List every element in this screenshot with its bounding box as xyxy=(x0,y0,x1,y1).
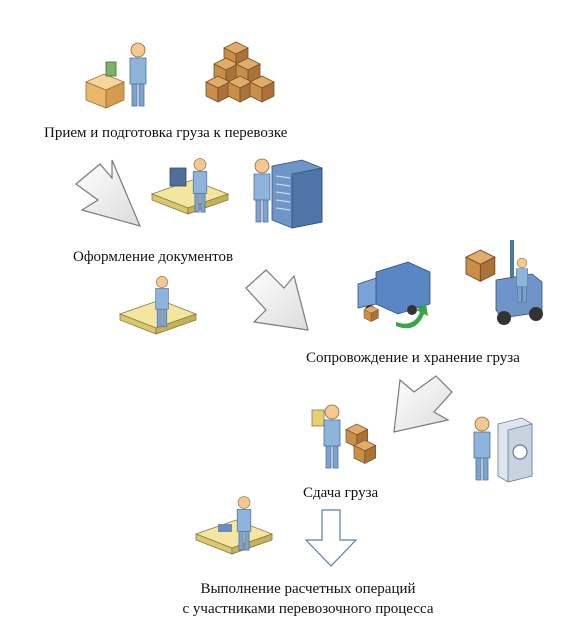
person-with-clipboard-and-boxes-icon xyxy=(311,404,376,469)
flow-arrow-2 xyxy=(245,269,309,331)
flow-arrow-1 xyxy=(75,159,142,227)
person-with-parcel-icon xyxy=(84,42,147,109)
step-label-5-line-1: Выполнение расчетных операций xyxy=(200,581,416,597)
person-at-safe-icon xyxy=(473,416,533,483)
step-label-4: Сдача груза xyxy=(303,485,379,501)
forklift-icon xyxy=(465,240,543,325)
step-label-5-line-2: с участниками перевозочного процесса xyxy=(182,601,434,617)
delivery-truck-icon xyxy=(357,261,431,329)
step-label-2: Оформление документов xyxy=(73,249,234,265)
person-at-server-cabinet-icon xyxy=(253,158,323,229)
step-label-3: Сопровождение и хранение груза xyxy=(306,350,520,366)
flow-arrow-4 xyxy=(304,509,358,567)
office-worker-at-desk-icon xyxy=(151,158,229,215)
stacked-boxes-icon xyxy=(205,41,275,103)
accountant-at-desk-icon xyxy=(195,496,273,555)
step-label-1: Прием и подготовка груза к перевозке xyxy=(44,125,288,141)
flow-arrow-3 xyxy=(393,375,453,433)
clerk-at-desk-icon xyxy=(119,276,197,335)
